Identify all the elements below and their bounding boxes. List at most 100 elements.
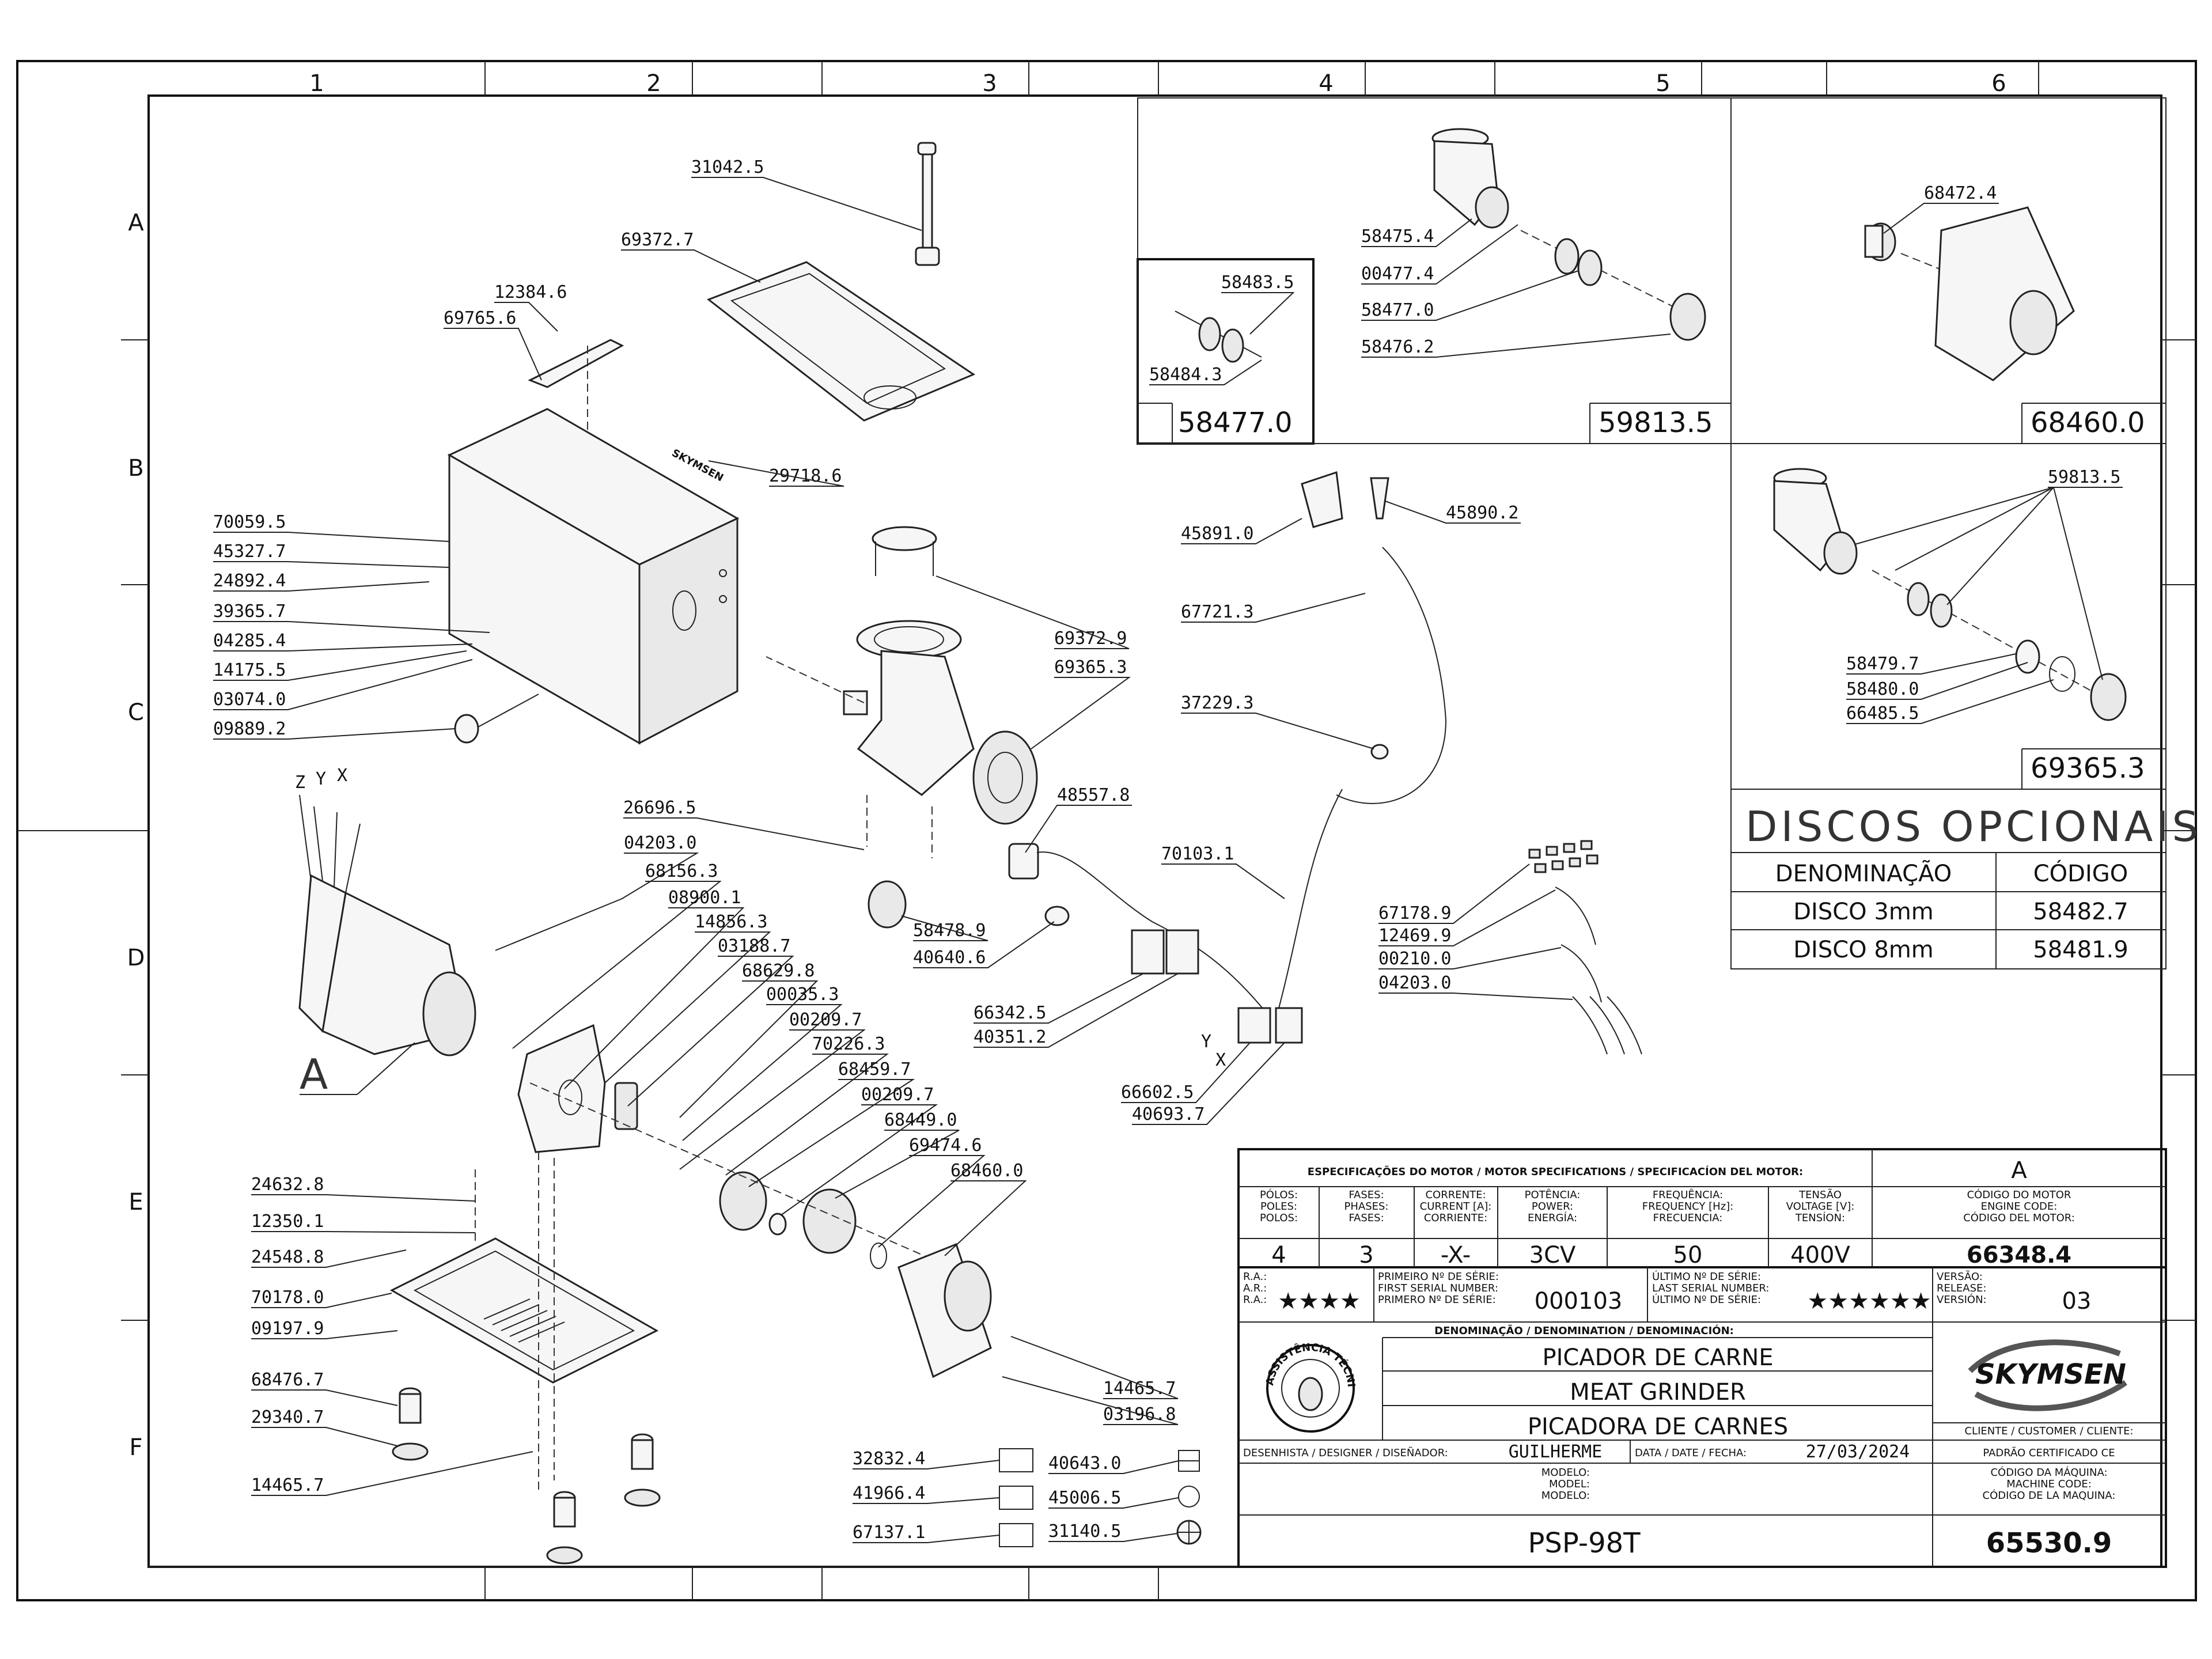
callout-59813-5: 59813.5 [2048,467,2120,487]
grid-col-3: 3 [982,70,997,97]
ra-value: ★★★★ [1278,1288,1360,1315]
machine-code: 65530.9 [1986,1527,2112,1559]
disc-row-code: 58482.7 [2033,899,2128,925]
callout-69372-9: 69372.9 [1054,628,1127,649]
motor-poles: 4 [1271,1242,1286,1268]
callout-68449-0: 68449.0 [884,1110,957,1130]
callout-14856-3: 14856.3 [695,912,767,932]
grid-col-2: 2 [646,70,661,97]
callout-37229-3: 37229.3 [1181,693,1253,713]
engine-code: 66348.4 [1967,1242,2071,1268]
view-label-a: A [300,1050,331,1099]
callout-39365-7: 39365.7 [213,601,286,622]
denomination-label: DENOMINAÇÃO / DENOMINATION / DENOMINACIÓ… [1434,1324,1734,1337]
callout-68476-7: 68476.7 [251,1370,324,1390]
model: PSP-98T [1528,1527,1641,1559]
callout-12350-1: 12350.1 [251,1211,324,1232]
callout-40351-2: 40351.2 [974,1027,1046,1047]
callout-04203-0: 04203.0 [624,833,696,853]
grid-col-5: 5 [1656,70,1670,97]
callout-09889-2: 09889.2 [213,719,286,739]
callout-70178-0: 70178.0 [251,1287,324,1308]
grid-row-e: E [128,1189,143,1215]
callout-58478-9: 58478.9 [913,921,986,941]
callout-67721-3: 67721.3 [1181,602,1253,622]
product-name-es: PICADORA DE CARNES [1528,1414,1788,1440]
callout-69372-7: 69372.7 [621,230,694,250]
product-name-pt: PICADOR DE CARNE [1542,1344,1773,1371]
callout-40640-6: 40640.6 [913,948,986,968]
callout-45890-2: 45890.2 [1446,503,1518,523]
callout-67178-9: 67178.9 [1378,903,1451,923]
customer: PADRÃO CERTIFICADO CE [1983,1446,2115,1459]
svg-text:SKYMSEN: SKYMSEN [670,447,726,484]
model-label: MODELO:MODEL:MODELO: [1541,1467,1590,1502]
wire-label-x: X [337,766,347,786]
callout-40693-7: 40693.7 [1132,1104,1205,1124]
callout-04285-4: 04285.4 [213,631,286,651]
callout-58480-0: 58480.0 [1846,679,1919,699]
wire-label-y2: Y [1201,1032,1211,1052]
motor-col-current: CORRENTE:CURRENT [A]:CORRIENTE: [1420,1189,1492,1224]
callout-03074-0: 03074.0 [213,690,286,710]
machine-code-label: CÓDIGO DA MÁQUINA:MACHINE CODE:CÓDIGO DE… [1983,1466,2116,1502]
detail-code-68460: 68460.0 [2031,407,2145,439]
sheet-frame: 1 2 3 4 5 6 A B C D E F [16,60,2197,1601]
disc-row-name: DISCO 8mm [1793,937,1934,963]
motor-col-poles: PÓLOS:POLES:POLOS: [1260,1188,1298,1224]
product-name-en: MEAT GRINDER [1570,1379,1746,1406]
callout-26696-5: 26696.5 [623,798,696,818]
detail-box-68460: 68472.4 68460.0 [1730,97,2166,444]
callout-24548-8: 24548.8 [251,1247,324,1267]
motor-col-power: POTÊNCIA:POWER:ENERGÍA: [1525,1188,1581,1224]
grid-row-f: F [129,1434,142,1461]
callout-66485-5: 66485.5 [1846,703,1919,724]
grid-row-a: A [128,210,144,236]
callout-09197-9: 09197.9 [251,1319,324,1339]
callout-12384-6: 12384.6 [494,282,567,302]
callout-00477-4: 00477.4 [1361,264,1434,284]
callout-00209-7b: 00209.7 [861,1085,934,1105]
ra-label: R.A.:A.R.:R.A.: [1243,1271,1267,1306]
callout-14465-7b: 14465.7 [1103,1378,1176,1399]
callout-24892-4: 24892.4 [213,571,286,591]
callout-14175-5: 14175.5 [213,660,286,680]
detail-code-58477: 58477.0 [1178,407,1293,439]
callout-69765-6: 69765.6 [444,308,516,328]
grid-col-1: 1 [309,70,324,97]
callout-45327-7: 45327.7 [213,541,286,562]
disc-row-name: DISCO 3mm [1793,899,1934,925]
detail-box-58477: 58483.5 58484.3 58477.0 [1137,258,1315,445]
customer-label: CLIENTE / CUSTOMER / CLIENTE: [1964,1425,2133,1437]
brand-name: SKYMSEN [1975,1358,2126,1391]
first-serial: 000103 [1535,1288,1623,1315]
discs-title: DISCOS OPCIONAIS [1745,802,2202,851]
last-serial: ★★★★★★ [1807,1288,1931,1315]
motor-phases: 3 [1359,1242,1373,1268]
date-label: DATA / DATE / FECHA: [1635,1447,1747,1459]
brand-logo: SKYMSEN [1968,1339,2127,1411]
callout-68472-4: 68472.4 [1924,183,1997,203]
wire-label-y: Y [316,769,326,789]
callouts: 31042.5 69372.7 12384.6 69765.6 29718.6 … [213,157,1573,1543]
date: 27/03/2024 [1806,1442,1910,1462]
callout-68156-3: 68156.3 [645,861,718,881]
designer: GUILHERME [1509,1442,1603,1462]
version: 03 [2062,1288,2092,1315]
callout-29340-7: 29340.7 [251,1407,324,1427]
discs-header-code: CÓDIGO [2033,859,2128,887]
callout-00035-3: 00035.3 [766,984,839,1005]
motor-frequency: 50 [1673,1242,1703,1268]
callout-58477-0: 58477.0 [1361,300,1434,320]
callout-66602-5: 66602.5 [1121,1082,1194,1103]
callout-70226-3: 70226.3 [812,1034,885,1054]
callout-00209-7a: 00209.7 [789,1010,862,1030]
motor-voltage: 400V [1790,1242,1850,1268]
callout-58483-5: 58483.5 [1221,272,1294,293]
first-serial-label: PRIMEIRO Nº DE SÉRIE:FIRST SERIAL NUMBER… [1378,1270,1499,1306]
callout-29718-6: 29718.6 [769,466,842,486]
callout-12469-9: 12469.9 [1378,926,1451,946]
